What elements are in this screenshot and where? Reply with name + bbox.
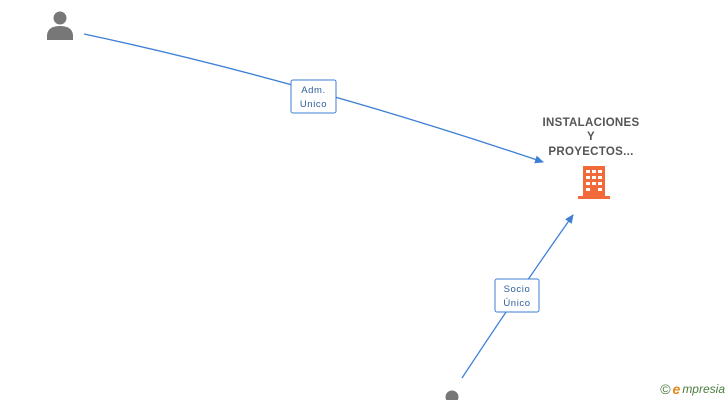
company-node[interactable]: INSTALACIONES Y PROYECTOS... <box>543 117 640 199</box>
edge-label-box <box>494 278 540 313</box>
edge-label-box <box>290 79 337 114</box>
company-name-line-3: PROYECTOS... <box>548 146 633 158</box>
edge-label[interactable]: Adm. Unico <box>290 79 337 114</box>
company-name-line-1: INSTALACIONES <box>543 117 640 129</box>
person-node[interactable] <box>439 390 465 400</box>
edge-label-line-2: Unico <box>300 99 327 110</box>
brand-logo-initial: e <box>672 381 681 397</box>
edge-label[interactable]: Socio Único <box>494 278 540 313</box>
brand-logo-text: mpresia <box>682 382 725 396</box>
edge-label-line-1: Adm. <box>301 85 326 96</box>
copyright-symbol: © <box>660 381 671 397</box>
edge-label-line-2: Único <box>503 298 530 309</box>
edge-socio-unico: Socio Único <box>461 214 574 379</box>
company-name-line-2: Y <box>587 131 595 143</box>
person-node[interactable] <box>47 11 73 41</box>
building-icon <box>578 166 610 199</box>
person-icon <box>445 390 459 400</box>
edge-adm-unico: Adm. Unico <box>83 33 544 164</box>
person-icon <box>47 11 73 40</box>
edge-label-line-1: Socio <box>504 284 531 295</box>
